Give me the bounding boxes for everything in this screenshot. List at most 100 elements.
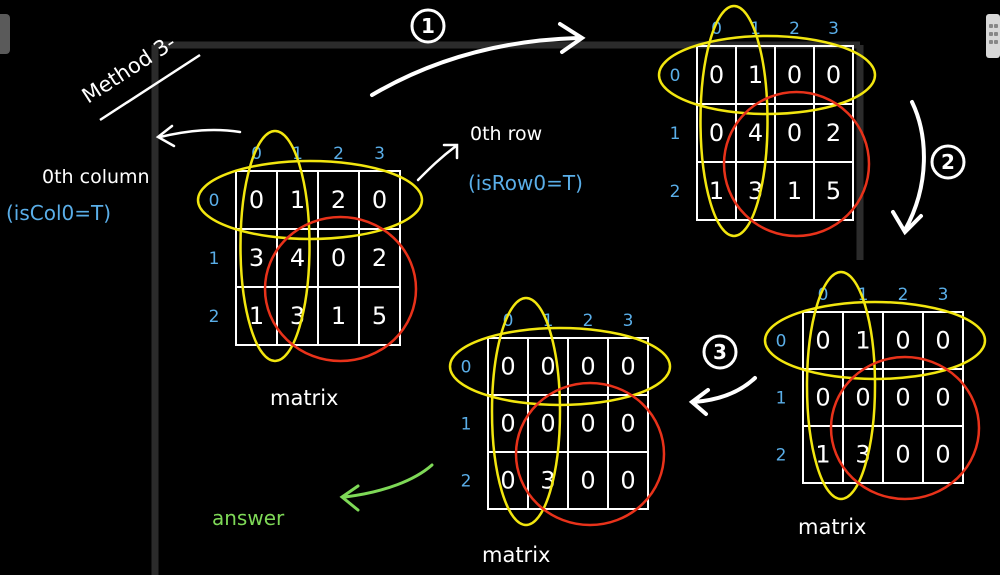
column-header: 1 xyxy=(543,311,554,331)
matrix-cell: 2 xyxy=(372,244,387,272)
col0-note: 0th column xyxy=(42,166,150,188)
highlight-col0-oval xyxy=(805,270,877,501)
matrix-cell: 4 xyxy=(290,244,305,272)
matrix-cell: 0 xyxy=(935,327,950,355)
column-header: 2 xyxy=(898,285,909,305)
matrix-cell: 1 xyxy=(290,186,305,214)
step-2-arrow xyxy=(891,100,926,236)
matrix-cell: 4 xyxy=(748,119,763,147)
matrix-cell: 0 xyxy=(787,61,802,89)
answer-label: answer xyxy=(212,506,285,530)
matrix-cell: 1 xyxy=(855,327,870,355)
matrix-cell: 1 xyxy=(815,441,830,469)
matrix-cell: 0 xyxy=(249,186,264,214)
highlight-submatrix-oval xyxy=(722,90,871,238)
col0-arrow xyxy=(155,124,242,148)
row-header: 1 xyxy=(461,415,472,435)
row0-note: 0th row xyxy=(470,123,542,145)
matrix-cell: 1 xyxy=(748,61,763,89)
column-header: 2 xyxy=(789,19,800,39)
matrix-cell: 0 xyxy=(935,384,950,412)
row-header: 1 xyxy=(670,124,681,144)
left-panel-toggle[interactable] xyxy=(0,14,10,54)
row0-arrow xyxy=(416,143,459,182)
matrix-cell: 0 xyxy=(580,410,595,438)
matrix-cell: 0 xyxy=(709,61,724,89)
highlight-col0-oval xyxy=(699,4,769,238)
column-header: 0 xyxy=(251,144,262,164)
column-header: 0 xyxy=(503,311,514,331)
matrix-cell: 1 xyxy=(709,177,724,205)
step-3-badge xyxy=(702,334,738,370)
row-header: 0 xyxy=(776,332,787,352)
column-header: 2 xyxy=(583,311,594,331)
matrix-cell: 0 xyxy=(331,244,346,272)
method-underline xyxy=(99,53,201,122)
matrix-cell: 0 xyxy=(895,384,910,412)
matrix-cell: 0 xyxy=(787,119,802,147)
matrix-cell: 0 xyxy=(826,61,841,89)
row-header: 0 xyxy=(209,191,220,211)
column-header: 3 xyxy=(374,144,385,164)
row-header: 0 xyxy=(461,358,472,378)
matrix-cell: 0 xyxy=(500,353,515,381)
matrix-cell: 2 xyxy=(826,119,841,147)
highlight-submatrix-oval xyxy=(263,215,418,363)
step-3-arrow xyxy=(688,376,757,416)
matrix-cell: 0 xyxy=(935,441,950,469)
col0-flag: (isCol0=T) xyxy=(6,201,111,225)
matrix-cell: 0 xyxy=(895,327,910,355)
step-2-badge xyxy=(930,144,966,180)
row-header: 1 xyxy=(209,249,220,269)
row-header: 2 xyxy=(670,182,681,202)
column-header: 3 xyxy=(828,19,839,39)
answer-arrow xyxy=(339,463,434,512)
row0-flag: (isRow0=T) xyxy=(468,171,583,195)
column-header: 1 xyxy=(292,144,303,164)
column-header: 3 xyxy=(938,285,949,305)
method-title: Method 3- xyxy=(78,30,180,108)
matrix-caption: matrix xyxy=(270,386,338,410)
matrix-cell: 0 xyxy=(815,384,830,412)
column-header: 2 xyxy=(333,144,344,164)
matrix-cell: 5 xyxy=(826,177,841,205)
matrix-cell: 0 xyxy=(620,467,635,495)
highlight-submatrix-oval xyxy=(514,381,666,527)
step-1-arrow xyxy=(370,22,586,97)
matrix-cell: 0 xyxy=(540,353,555,381)
step-3-number: 3 xyxy=(713,340,727,364)
highlight-col0-oval xyxy=(239,129,311,363)
row-header: 2 xyxy=(776,446,787,466)
step-1-badge xyxy=(410,8,446,44)
matrix-cell: 5 xyxy=(372,302,387,330)
row-header: 1 xyxy=(776,389,787,409)
matrix-cell: 2 xyxy=(331,186,346,214)
matrix-cell: 0 xyxy=(855,384,870,412)
right-toolbar-toggle[interactable] xyxy=(986,14,1000,58)
row-header: 2 xyxy=(209,307,220,327)
column-header: 3 xyxy=(623,311,634,331)
matrix-cell: 3 xyxy=(249,244,264,272)
column-header: 0 xyxy=(711,19,722,39)
matrix-cell: 0 xyxy=(620,410,635,438)
matrix-cell: 0 xyxy=(580,467,595,495)
highlight-col0-oval xyxy=(490,296,562,527)
matrix-cell: 0 xyxy=(372,186,387,214)
column-header: 0 xyxy=(818,285,829,305)
matrix-cell: 0 xyxy=(500,467,515,495)
matrix-caption: matrix xyxy=(482,543,550,567)
matrix-cell: 0 xyxy=(709,119,724,147)
matrix-cell: 1 xyxy=(249,302,264,330)
matrix-cell: 0 xyxy=(815,327,830,355)
matrix-cell: 0 xyxy=(500,410,515,438)
column-header: 1 xyxy=(750,19,761,39)
matrix-cell: 0 xyxy=(580,353,595,381)
row-header: 2 xyxy=(461,472,472,492)
step-2-number: 2 xyxy=(941,150,955,174)
matrix-cell: 0 xyxy=(895,441,910,469)
